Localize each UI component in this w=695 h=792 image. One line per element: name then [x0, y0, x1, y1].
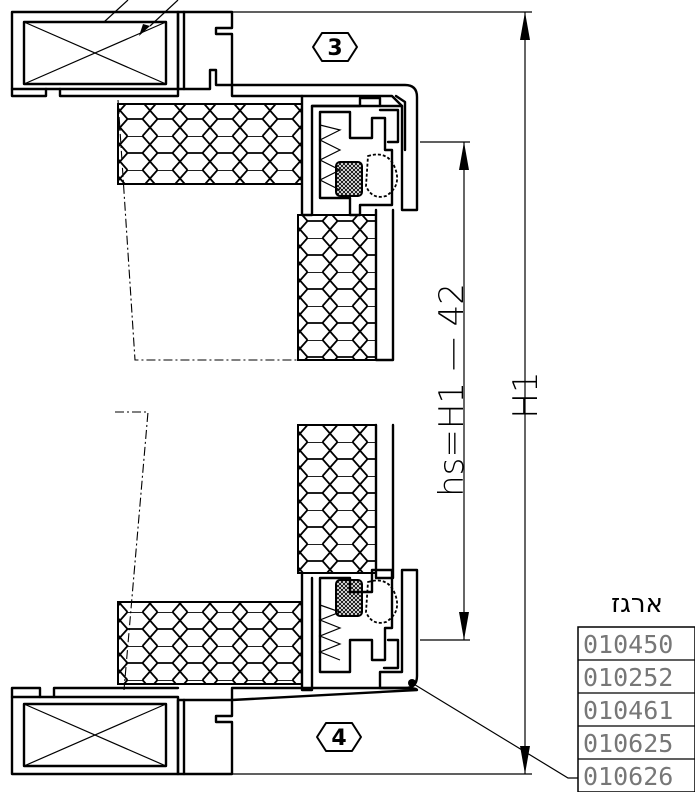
dimension-hs: hs=H1 — 42 — [420, 141, 472, 641]
top-sash-profile — [117, 94, 407, 217]
top-frame-profile — [10, 0, 419, 212]
article-code: 010252 — [583, 663, 673, 692]
article-code: 010626 — [583, 762, 673, 791]
article-code: 010450 — [583, 630, 673, 659]
article-table-title: ארגז — [611, 589, 663, 619]
dimension-h1: H1 — [232, 11, 546, 775]
marker-4: 4 — [316, 722, 362, 752]
upper-panel — [117, 99, 395, 362]
marker-4-label: 4 — [331, 726, 346, 751]
marker-3: 3 — [312, 32, 358, 62]
article-table: ארגז 010450 010252 010461 010625 010626 — [577, 589, 695, 792]
bottom-sash-profile — [117, 568, 419, 692]
table-leader-line — [411, 682, 578, 779]
article-code: 010625 — [583, 729, 673, 758]
article-code: 010461 — [583, 696, 673, 725]
marker-3-label: 3 — [327, 36, 342, 61]
bottom-frame-profile — [10, 679, 419, 776]
lower-panel — [115, 411, 395, 691]
h1-label: H1 — [506, 371, 546, 418]
hs-label: hs=H1 — 42 — [432, 283, 472, 497]
